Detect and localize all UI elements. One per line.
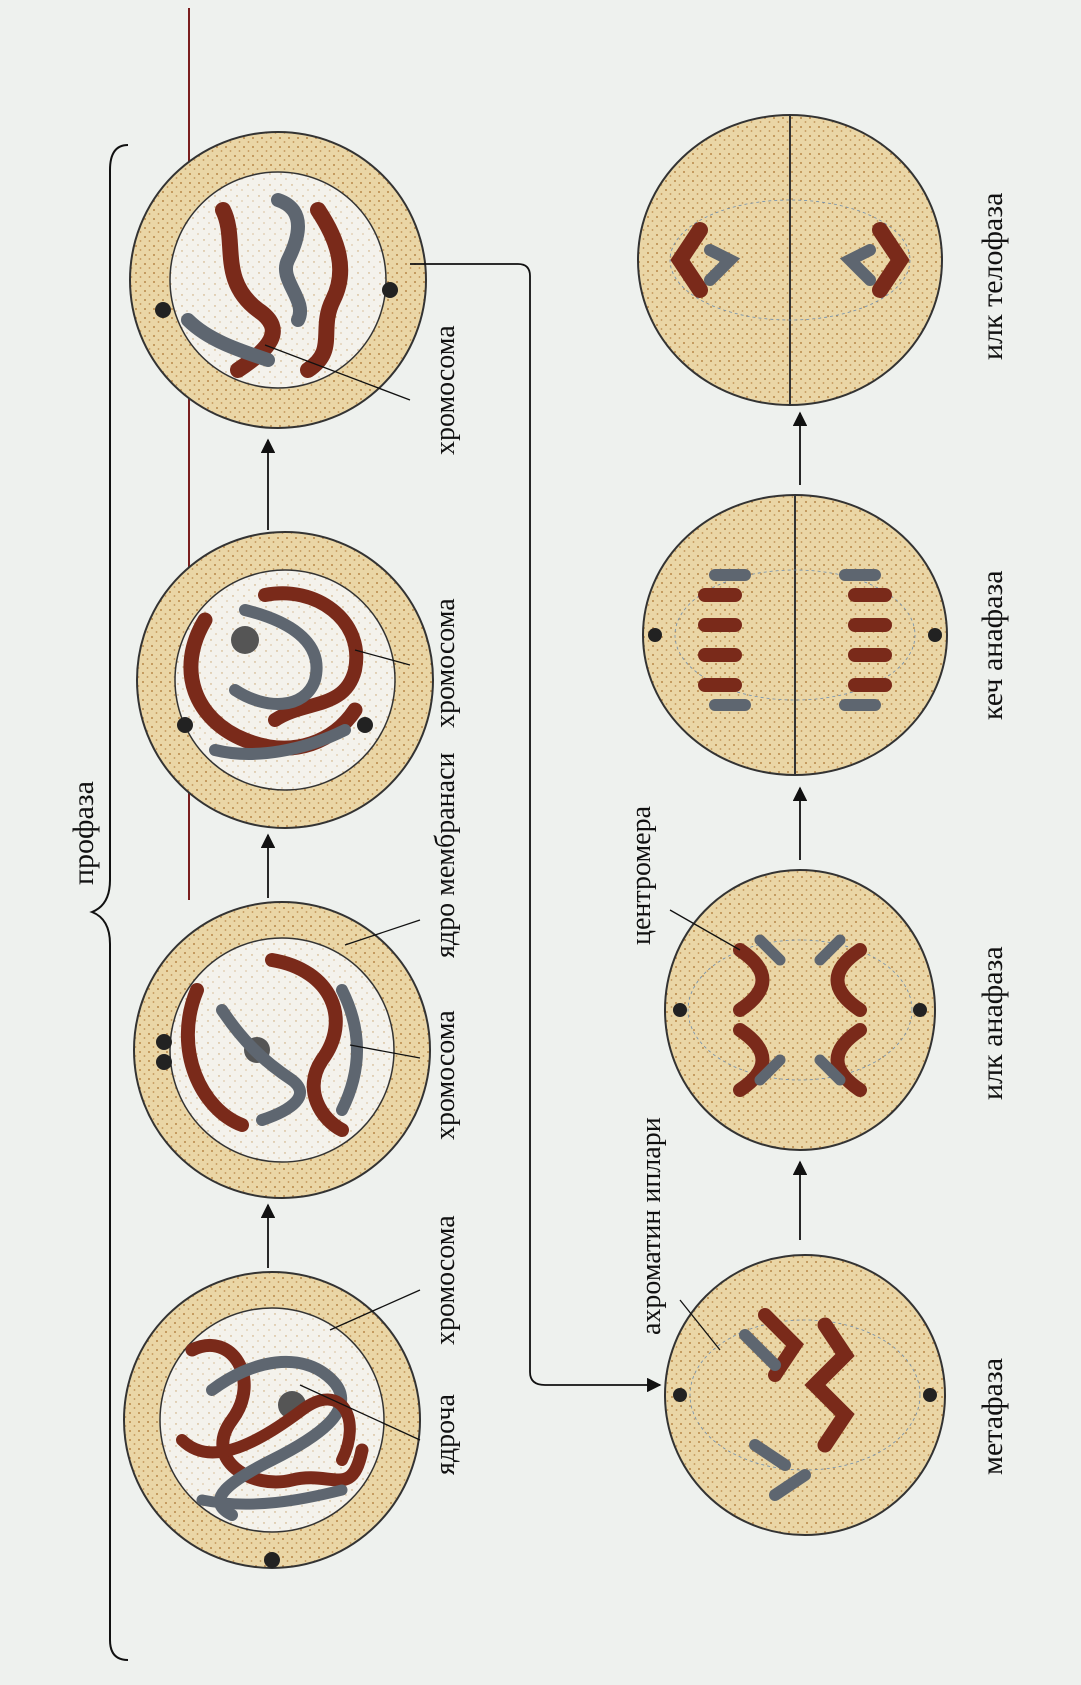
cell-metaphase	[665, 1255, 945, 1535]
label-chromosome-2: хромосома	[430, 1010, 461, 1140]
label-chromosome-4: хромосома	[430, 325, 461, 455]
cell-late-anaphase	[643, 495, 947, 775]
label-early-telophase: илк телофаза	[976, 193, 1009, 360]
cell-prophase-3	[137, 532, 433, 828]
label-centromere: центромера	[626, 805, 657, 945]
cell-early-telophase	[638, 115, 942, 405]
cell-prophase-4	[130, 132, 426, 428]
label-nuclear-membrane: ядро мембранаси	[430, 752, 461, 958]
cell-early-anaphase	[665, 870, 935, 1150]
label-spindle: ахроматин иплари	[636, 1117, 667, 1335]
label-metaphase: метафаза	[976, 1358, 1009, 1475]
label-prophase: профаза	[67, 781, 100, 885]
label-early-anaphase: илк анафаза	[976, 946, 1009, 1100]
cell-prophase-2	[134, 902, 430, 1198]
label-nucleolus: ядроча	[430, 1394, 461, 1475]
label-chromosome-1: хромосома	[430, 1215, 461, 1345]
label-late-anaphase: кеч анафаза	[976, 570, 1009, 720]
prophase-brace-icon	[92, 145, 128, 1660]
label-chromosome-3: хромосома	[430, 598, 461, 728]
